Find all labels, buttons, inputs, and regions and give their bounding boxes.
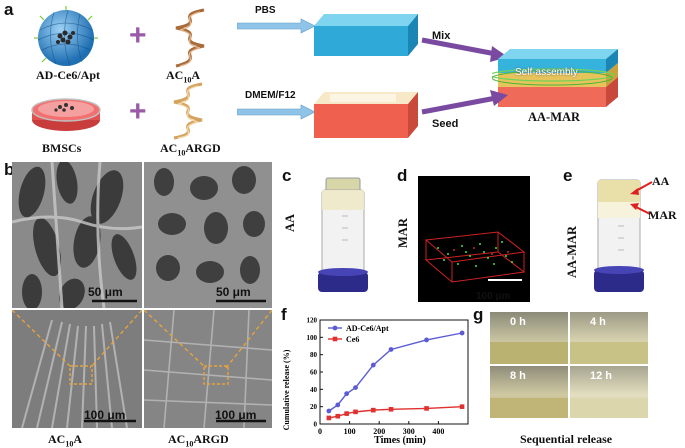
data-point [424,406,429,411]
data-point [353,385,358,390]
peptide-helix-ac10argd-icon [173,82,203,140]
ac10a-label: AC10A [166,68,201,85]
caption-ac10a: AC10A [48,432,83,448]
red-pointer-arrows-icon [630,181,653,215]
sem-image-ac10argd-high-mag [144,162,272,308]
time-label: 12 h [590,370,613,382]
release-chart: Cumulative release (%) Times (min) 0 20 40… [282,317,469,446]
y-tick-label: 100 [307,334,318,342]
scale-bar-label: 50 μm [216,285,251,299]
data-point [388,347,394,352]
hydrogel-block-red [314,92,418,138]
photo-0h: 0 h [490,312,568,364]
data-point [459,330,465,336]
seed-label: Seed [432,118,459,130]
side-label-aa-mar: AA-MAR [565,225,579,278]
sem-image-ac10a-high-mag [12,162,142,308]
scale-bar-label: 100 μm [215,408,257,422]
plus-sign-top: + [129,19,147,52]
panel-letter-b: b [4,160,15,179]
data-point [335,413,341,419]
panel-letter-a: a [4,0,14,19]
caption-ac10argd: AC10ARGD [168,432,229,448]
y-tick-label: 120 [307,317,318,325]
y-tick-label: 40 [310,386,318,394]
data-point [388,406,394,412]
caption-sequential-release: Sequential release [520,432,613,446]
legend-marker [332,325,338,331]
arrow-label-mar: MAR [648,208,677,222]
pbs-label: PBS [255,5,276,16]
arrow-right-icon [237,104,316,120]
sem-image-ac10a-low-mag [12,310,142,428]
x-tick-label: 200 [373,427,385,436]
x-axis-label: Times (min) [374,435,426,446]
nanoparticle-sphere-icon [34,6,98,67]
series-line [328,332,463,412]
arrow-diagonal-up-icon [421,90,508,115]
photo-8h: 8 h [490,366,568,418]
panel-letter-e: e [563,166,573,185]
data-point [335,402,341,408]
data-point [459,404,465,409]
data-point [344,391,350,397]
photo-12h: 12 h [570,366,648,418]
bmscs-label: BMSCs [42,141,82,155]
x-tick-label: 400 [432,427,444,436]
panel-letter-g: g [473,305,484,324]
vial-aa-mar [594,179,644,292]
panel-letter-f: f [281,305,287,324]
data-point [326,415,332,421]
scale-bar-label: 50 μm [88,285,123,299]
confocal-scale-label: 100 μm [476,291,511,302]
legend-label: Ce6 [346,335,359,344]
data-point [353,409,358,415]
y-tick-label: 20 [310,403,318,411]
y-axis-label: Cumulative release (%) [282,349,291,430]
hydrogel-block-blue [314,14,418,56]
panel-letter-c: c [282,166,292,185]
data-point [370,407,376,413]
side-label-aa: AA [283,213,297,232]
y-tick-label: 80 [310,351,318,359]
legend-label: AD-Ce6/Apt [346,324,389,333]
time-label: 8 h [510,370,526,382]
peptide-helix-ac10a-icon [175,8,205,68]
panel-letter-d: d [397,166,408,185]
aa-mar-label: AA-MAR [528,110,581,124]
dmem-f12-label: DMEM/F12 [245,90,296,101]
confocal-3d-image [418,176,530,302]
x-tick-label: 100 [344,427,356,436]
sem-image-ac10argd-low-mag [144,310,272,428]
data-point [344,411,349,416]
self-assembly-label: Self-assembly [515,67,578,78]
y-tick-label: 0 [314,421,318,429]
mix-label: Mix [432,30,451,42]
y-tick-label: 60 [310,369,318,377]
side-label-mar: MAR [396,218,410,248]
arrow-right-icon [237,18,316,34]
data-point [424,337,429,343]
vial-aa [318,177,368,292]
aa-mar-composite-block [492,49,618,107]
x-tick-label: 300 [403,427,415,436]
legend-marker [332,336,338,342]
ac10argd-label: AC10ARGD [160,141,221,158]
petri-dish-icon [31,98,101,131]
photo-4h: 4 h [570,312,648,364]
time-label: 0 h [510,316,526,328]
data-point [370,362,376,368]
arrow-label-aa: AA [652,174,670,188]
x-tick-label: 0 [318,427,322,436]
time-label: 4 h [590,316,606,328]
scale-bar-label: 100 μm [84,408,126,422]
data-point [326,408,332,414]
ad-ce6-apt-label: AD-Ce6/Apt [36,68,100,82]
plus-sign-bottom: + [129,95,147,128]
